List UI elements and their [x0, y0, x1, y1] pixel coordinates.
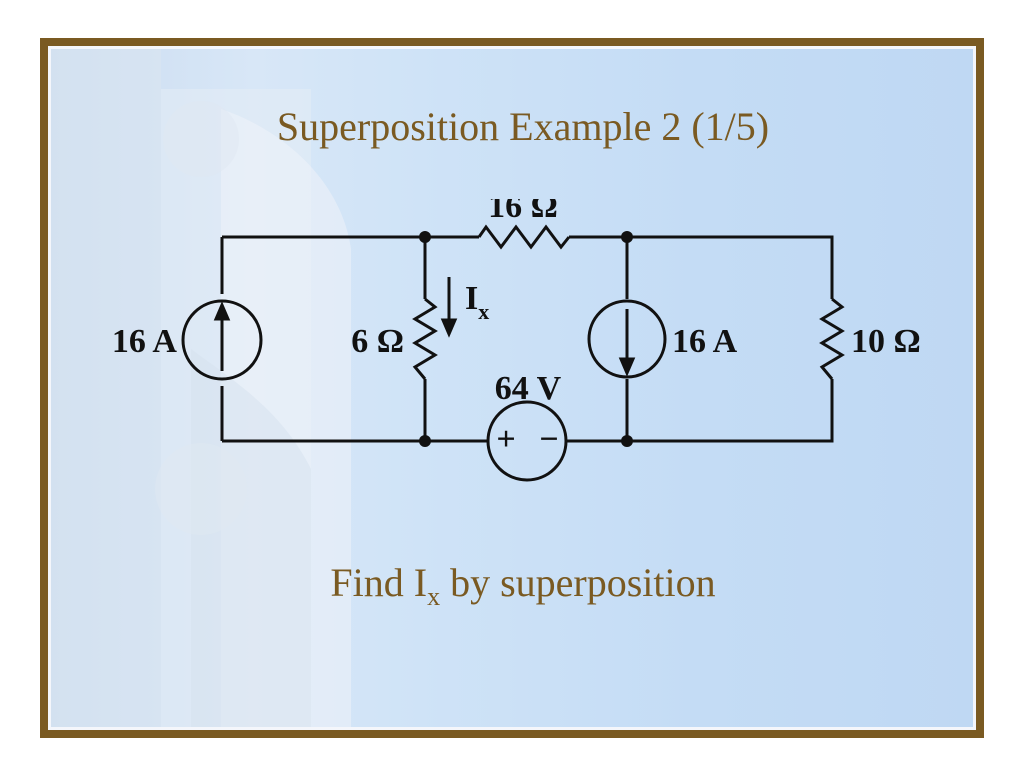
plus-terminal-icon: + — [496, 421, 515, 458]
slide-content: Superposition Example 2 (1/5) — [48, 46, 976, 730]
label-6-ohm: 6 Ω — [351, 323, 404, 360]
label-16a-left: 16 A — [112, 323, 178, 360]
circuit-diagram: 16 Ω 16 A 6 Ω 16 A 10 Ω 64 V Ix + − — [112, 199, 921, 482]
caption-suffix: by superposition — [440, 560, 716, 605]
slide-frame: Superposition Example 2 (1/5) — [40, 38, 984, 738]
node-bottom-left — [419, 435, 431, 447]
node-bottom-right — [621, 435, 633, 447]
resistor-16-ohm — [477, 224, 571, 250]
current-ix-arrow-icon — [440, 318, 458, 338]
current-source-mid — [587, 299, 667, 379]
arrow-up-icon — [213, 301, 231, 321]
current-source-left — [181, 299, 263, 381]
label-ix: Ix — [465, 280, 489, 324]
node-top-right — [621, 231, 633, 243]
resistor-10-ohm — [819, 297, 845, 380]
node-top-left — [419, 231, 431, 243]
label-16-ohm: 16 Ω — [488, 199, 558, 225]
slide-caption: Find Ix by superposition — [51, 559, 973, 612]
resistor-6-ohm — [412, 297, 438, 380]
voltage-source-64v — [486, 400, 568, 482]
label-16a-mid: 16 A — [672, 323, 738, 360]
minus-terminal-icon: − — [539, 421, 558, 458]
column-background-image — [51, 49, 351, 727]
caption-subscript: x — [427, 582, 441, 611]
arrow-down-icon — [618, 357, 636, 377]
label-64v: 64 V — [495, 370, 562, 407]
label-10-ohm: 10 Ω — [851, 323, 921, 360]
top-wire — [222, 235, 834, 299]
caption-prefix: Find I — [330, 560, 428, 605]
bottom-wire — [222, 379, 834, 443]
slide-title: Superposition Example 2 (1/5) — [276, 104, 770, 149]
